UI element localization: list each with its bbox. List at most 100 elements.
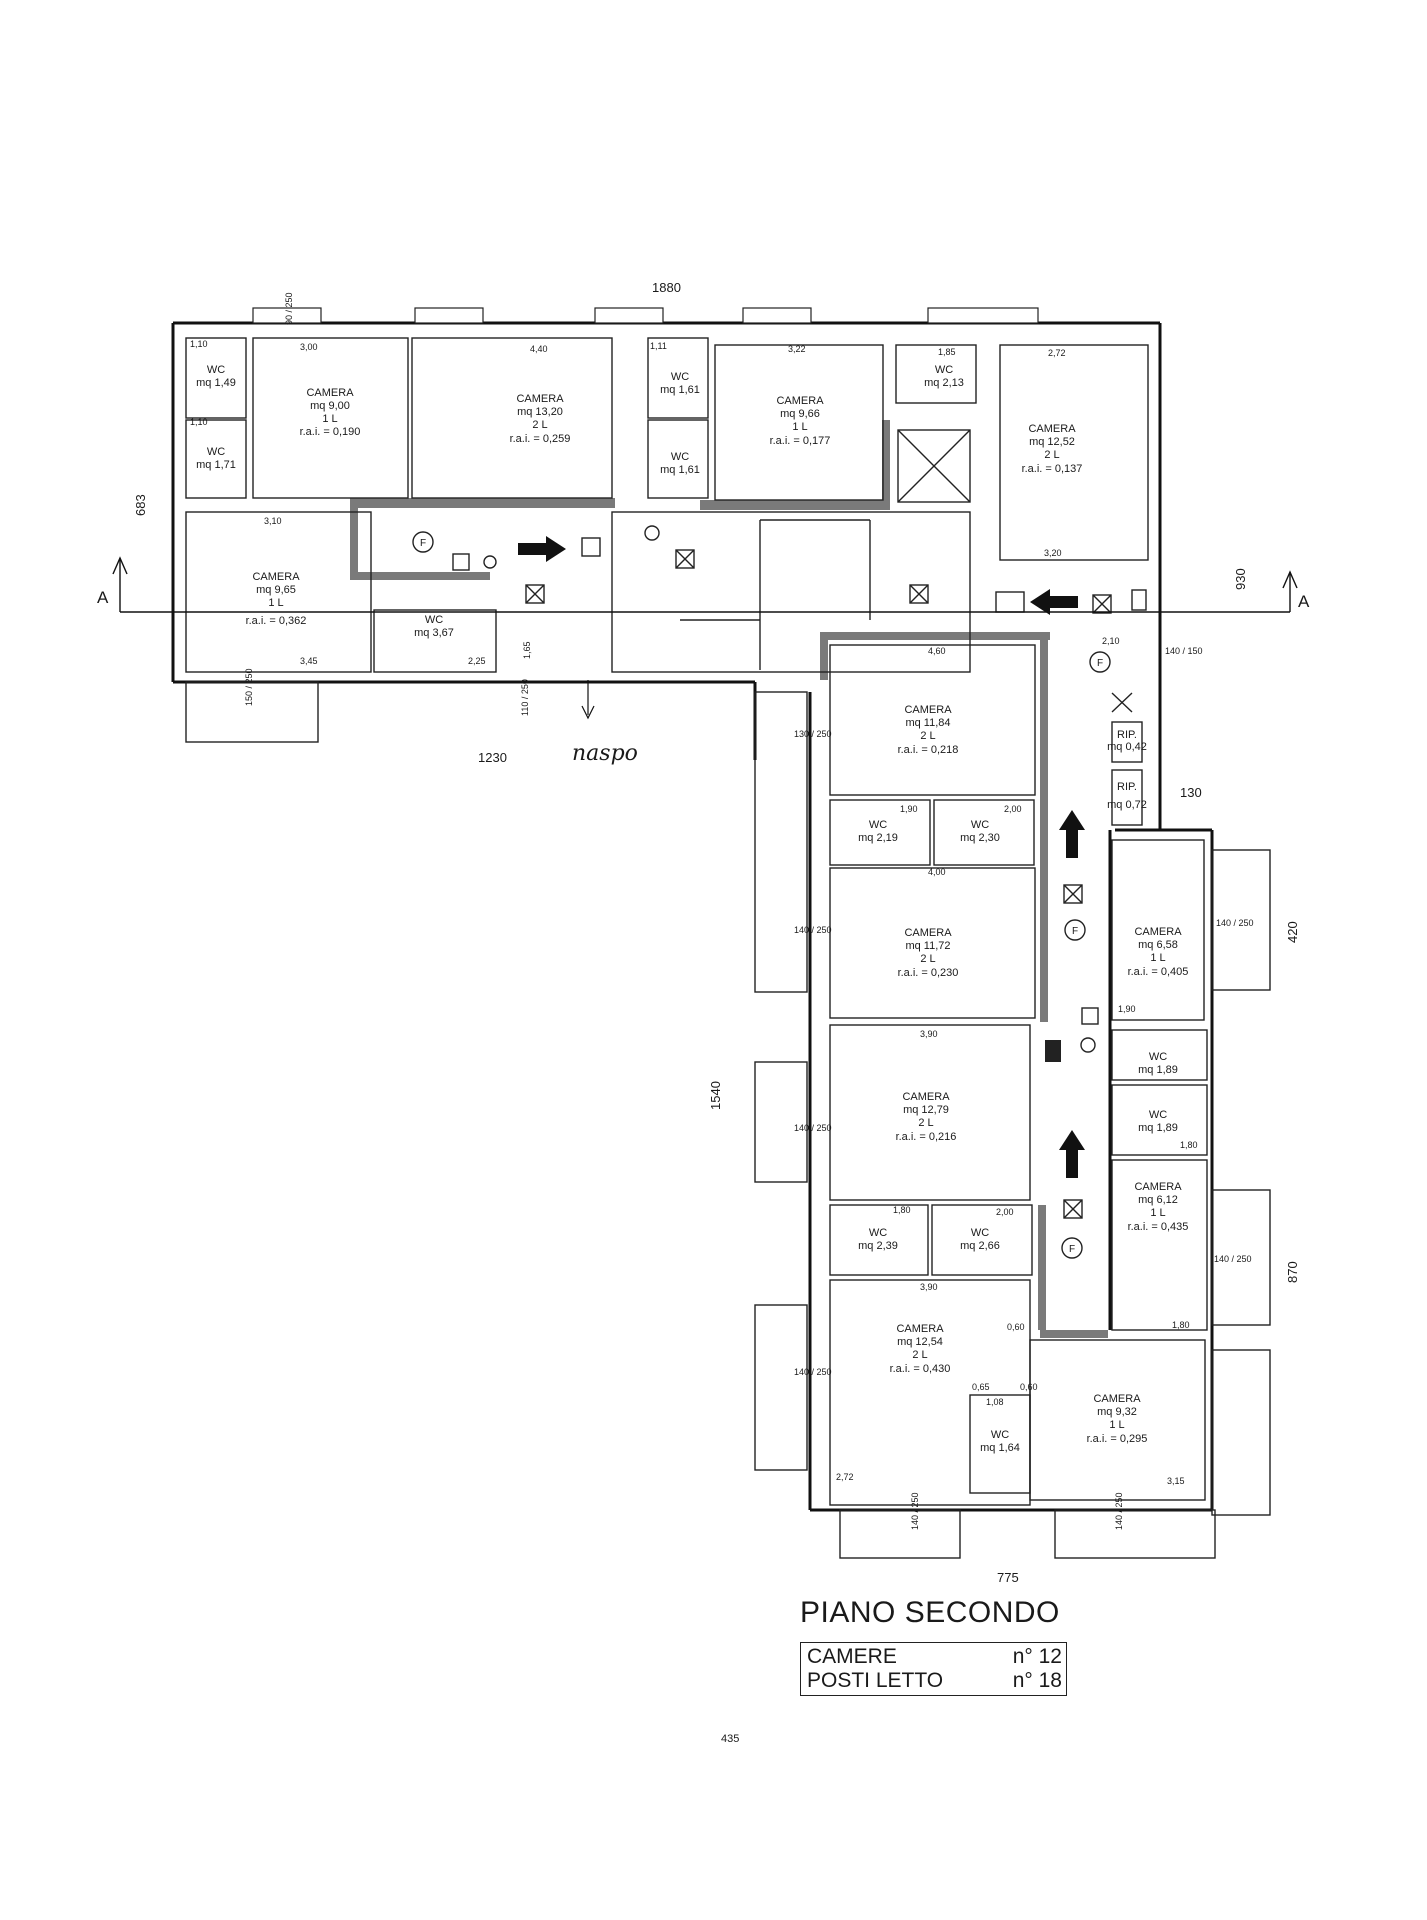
- wall-dim: 4,00: [928, 867, 946, 877]
- wall-dimensions: 3,00 4,40 3,22 2,72 3,10 3,45 2,25 4,60 …: [190, 339, 1198, 1486]
- wall-dim: 2,72: [1048, 348, 1066, 358]
- room-beds: 1 L: [1109, 1419, 1124, 1431]
- room-name: WC: [671, 371, 689, 383]
- dim-left-wing-bottom: 1230: [478, 750, 507, 765]
- room-ral: r.a.i. = 0,190: [300, 426, 361, 438]
- room-name: WC: [971, 819, 989, 831]
- room-beds: 1 L: [268, 597, 283, 609]
- wall-dim: 4,60: [928, 646, 946, 656]
- window-dim: 90 / 250: [284, 292, 294, 325]
- crossed-box-icon: [1063, 884, 1083, 904]
- staircase: [680, 519, 871, 670]
- svg-text:F: F: [1069, 1244, 1075, 1255]
- room-ral: r.a.i. = 0,430: [890, 1363, 951, 1375]
- svg-text:F: F: [1072, 926, 1078, 937]
- window-dim: 140 / 250: [1214, 1254, 1252, 1264]
- window-dim: 140 / 150: [1165, 646, 1203, 656]
- room-area: mq 2,66: [960, 1240, 1000, 1252]
- section-label-right: A: [1298, 592, 1310, 611]
- room-beds: 2 L: [920, 730, 935, 742]
- window-dim: 140 / 250: [1216, 918, 1254, 928]
- room-beds: 2 L: [920, 953, 935, 965]
- partitions-top-wing: [185, 307, 1149, 743]
- section-label-left: A: [97, 588, 109, 607]
- wall-dim: 2,00: [1004, 804, 1022, 814]
- wall-dim: 1,80: [1180, 1140, 1198, 1150]
- room-area: mq 1,89: [1138, 1064, 1178, 1076]
- exit-arrow-icon: [1030, 589, 1078, 615]
- room-name: WC: [671, 451, 689, 463]
- room-beds: 2 L: [912, 1349, 927, 1361]
- dim-east-wing-lower: 870: [1285, 1261, 1300, 1283]
- room-name: CAMERA: [516, 393, 564, 405]
- room-area: mq 1,61: [660, 464, 700, 476]
- extinguisher-icon: F: [1089, 651, 1111, 673]
- dim-east-wing-mid: 420: [1285, 921, 1300, 943]
- room-name: RIP.: [1117, 781, 1137, 793]
- room-beds: 2 L: [532, 419, 547, 431]
- room-beds: 2 L: [1044, 449, 1059, 461]
- handwritten-note: naspo: [572, 741, 638, 766]
- room-ral: r.a.i. = 0,218: [898, 744, 959, 756]
- window-dim: 110 / 250: [520, 679, 530, 716]
- room-area: mq 6,58: [1138, 939, 1178, 951]
- crossed-box-icon: [675, 549, 695, 569]
- room-area: mq 12,79: [903, 1104, 949, 1116]
- room-name: WC: [207, 446, 225, 458]
- extinguisher-icon: F: [1064, 919, 1086, 941]
- room-name: CAMERA: [904, 927, 952, 939]
- room-beds: 1 L: [1150, 952, 1165, 964]
- room-ral: r.a.i. = 0,216: [896, 1131, 957, 1143]
- room-area: mq 1,89: [1138, 1122, 1178, 1134]
- summary-label: POSTI LETTO: [807, 1669, 944, 1692]
- svg-text:F: F: [420, 538, 426, 549]
- room-area: mq 9,32: [1097, 1406, 1137, 1418]
- summary-value: n° 18: [1012, 1669, 1062, 1692]
- room-name: CAMERA: [1134, 1181, 1182, 1193]
- wall-dim: 1,10: [190, 417, 208, 427]
- wall-dim: 3,90: [920, 1029, 938, 1039]
- room-name: WC: [869, 1227, 887, 1239]
- hatched-walls: [350, 420, 1108, 1338]
- room-name: CAMERA: [1134, 926, 1182, 938]
- room-area: mq 6,12: [1138, 1194, 1178, 1206]
- room-name: WC: [1149, 1051, 1167, 1063]
- dim-overall-top: 1880: [652, 280, 681, 295]
- room-name: WC: [425, 614, 443, 626]
- room-ral: r.a.i. = 0,435: [1128, 1221, 1189, 1233]
- room-area: mq 13,20: [517, 406, 563, 418]
- window-dim: 130 / 250: [794, 729, 832, 739]
- extinguisher-icon: F: [1061, 1237, 1083, 1259]
- wall-dim: 3,00: [300, 342, 318, 352]
- exit-arrow-icon: [518, 536, 566, 562]
- dim-east-wing-bottom: 775: [997, 1570, 1019, 1585]
- page-number: 435: [721, 1733, 740, 1745]
- summary-row-rooms: CAMERE n° 12: [807, 1645, 1062, 1669]
- room-area: mq 3,67: [414, 627, 454, 639]
- wall-dim: 3,90: [920, 1282, 938, 1292]
- room-name: CAMERA: [1028, 423, 1076, 435]
- room-ral: r.a.i. = 0,230: [898, 967, 959, 979]
- room-beds: 2 L: [918, 1117, 933, 1129]
- summary-value: n° 12: [1012, 1645, 1062, 1668]
- wall-dim: 3,15: [1167, 1476, 1185, 1486]
- room-area: mq 2,19: [858, 832, 898, 844]
- room-ral: r.a.i. = 0,295: [1087, 1433, 1148, 1445]
- wall-dim: 1,80: [1172, 1320, 1190, 1330]
- wall-dim: 4,40: [530, 344, 548, 354]
- crossed-box-icon: [525, 584, 545, 604]
- window-dim: 140 / 250: [794, 1367, 832, 1377]
- room-name: WC: [971, 1227, 989, 1239]
- partitions-east-wing: [754, 644, 1271, 1559]
- room-ral: r.a.i. = 0,177: [770, 435, 831, 447]
- wall-dim: 0,65: [972, 1382, 990, 1392]
- room-labels: WC mq 1,49 WC mq 1,71 CAMERA mq 9,00 1 L…: [196, 364, 1188, 1454]
- room-area: mq 2,30: [960, 832, 1000, 844]
- title-block: PIANO SECONDO CAMERE n° 12 POSTI LETTO n…: [800, 1596, 1100, 1696]
- room-ral: r.a.i. = 0,362: [246, 615, 307, 627]
- dim-east-wing-length: 1540: [708, 1081, 723, 1110]
- exit-arrow-icon: [1059, 1130, 1085, 1178]
- window-dim: 150 / 250: [244, 668, 254, 706]
- wall-dim: 3,45: [300, 656, 318, 666]
